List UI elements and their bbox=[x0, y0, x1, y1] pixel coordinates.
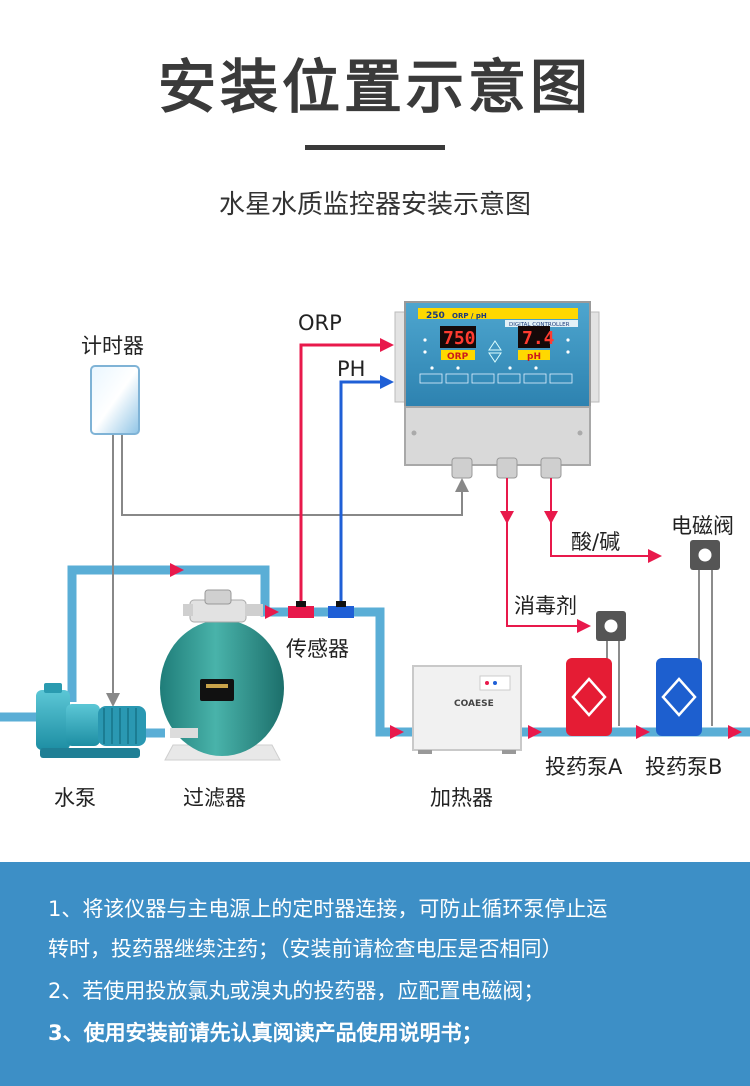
orp-label: ORP bbox=[298, 311, 342, 335]
sensor-fittings bbox=[288, 601, 354, 618]
water-pump-label: 水泵 bbox=[54, 786, 96, 810]
page-subtitle: 水星水质监控器安装示意图 bbox=[218, 190, 531, 220]
flow-arrow bbox=[170, 563, 184, 577]
heater-device: COAESE bbox=[412, 665, 522, 754]
acid-down-arrow bbox=[544, 511, 558, 524]
filter-label: 过滤器 bbox=[183, 786, 246, 810]
water-pump-device bbox=[36, 683, 146, 758]
controller-device: 250 ORP / pH DIGITAL CONTROLLER 750 7.4 … bbox=[394, 301, 600, 479]
heater-brand: COAESE bbox=[454, 699, 494, 709]
ph-label: PH bbox=[337, 357, 366, 381]
dosing-signal-lines bbox=[506, 478, 649, 627]
dosing-pump-a-label: 投药泵A bbox=[545, 755, 623, 779]
orp-line-arrow bbox=[380, 338, 394, 352]
flow-arrows bbox=[170, 563, 742, 739]
timer-to-controller-arrow bbox=[455, 478, 469, 492]
controller-model-suffix: ORP / pH bbox=[452, 312, 487, 320]
timer-device bbox=[90, 365, 140, 435]
up-arrow-icon bbox=[488, 340, 502, 351]
flow-arrow bbox=[728, 725, 742, 739]
flow-arrow bbox=[390, 725, 404, 739]
flow-arrow bbox=[265, 605, 279, 619]
notes-panel: 1、将该仪器与主电源上的定时器连接，可防止循环泵停止运 转时，投药器继续注药；（… bbox=[0, 862, 750, 1086]
disinfectant-solenoid bbox=[596, 611, 626, 641]
flow-arrow bbox=[636, 725, 650, 739]
note-line-1: 1、将该仪器与主电源上的定时器连接，可防止循环泵停止运 bbox=[48, 897, 608, 921]
sensor-label: 传感器 bbox=[286, 637, 349, 661]
note-line-3: 2、若使用投放氯丸或溴丸的投药器，应配置电磁阀； bbox=[48, 979, 545, 1003]
note-line-4: 3、使用安装前请先认真阅读产品使用说明书； bbox=[48, 1021, 483, 1045]
orp-signal-line bbox=[299, 343, 380, 604]
filter-device bbox=[160, 589, 284, 761]
orp-tag: ORP bbox=[447, 352, 469, 362]
acid-base-label: 酸/碱 bbox=[571, 530, 621, 554]
dosing-pump-b-label: 投药泵B bbox=[645, 755, 723, 779]
cable-glands bbox=[451, 457, 562, 479]
timer-label: 计时器 bbox=[81, 334, 144, 358]
ph-line-arrow bbox=[380, 375, 394, 389]
status-leds bbox=[423, 338, 570, 370]
solenoid-valve-label: 电磁阀 bbox=[671, 514, 734, 538]
ph-display: 7.4 bbox=[522, 328, 555, 349]
ph-signal-line bbox=[339, 380, 380, 604]
page-title: 安装位置示意图 bbox=[157, 53, 592, 121]
flow-arrow bbox=[528, 725, 542, 739]
controller-model: 250 bbox=[426, 311, 445, 321]
disinfectant-right-arrow bbox=[577, 619, 591, 633]
controller-buttons bbox=[419, 373, 573, 384]
installation-diagram: 250 ORP / pH DIGITAL CONTROLLER 750 7.4 … bbox=[0, 301, 750, 761]
orp-display: 750 bbox=[443, 328, 476, 349]
disinfectant-label: 消毒剂 bbox=[514, 594, 577, 618]
down-arrow-icon bbox=[488, 352, 502, 363]
heater-label: 加热器 bbox=[430, 786, 493, 810]
timer-signal-line bbox=[112, 435, 463, 695]
controller-brand-strip: DIGITAL CONTROLLER bbox=[509, 322, 570, 328]
ph-tag: pH bbox=[527, 352, 541, 362]
note-line-2: 转时，投药器继续注药；（安装前请检查电压是否相同） bbox=[48, 937, 563, 961]
title-divider bbox=[305, 145, 445, 150]
solenoid-valve-device bbox=[690, 540, 720, 570]
dosing-pump-a-device bbox=[566, 658, 612, 736]
timer-to-pump-arrow bbox=[106, 693, 120, 707]
disinfectant-down-arrow bbox=[500, 511, 514, 524]
acid-right-arrow bbox=[648, 549, 662, 563]
dosing-pump-b-device bbox=[656, 658, 702, 736]
